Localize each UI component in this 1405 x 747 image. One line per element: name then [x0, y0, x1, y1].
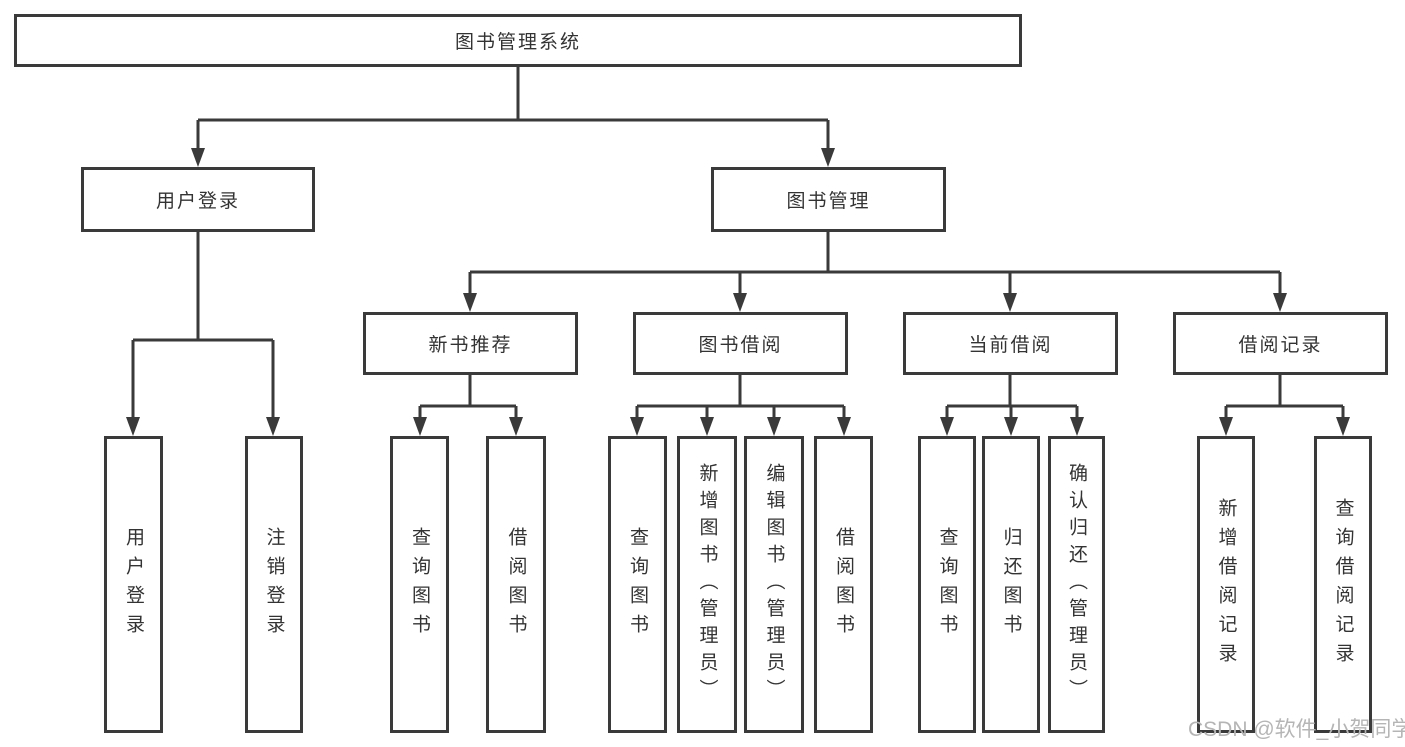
arrow-down-icon: [700, 417, 714, 436]
node-label: 借阅图书: [833, 526, 854, 643]
arrow-down-icon: [837, 417, 851, 436]
node-label: 借阅图书: [505, 526, 527, 643]
node-label: 当前借阅: [968, 335, 1053, 356]
arrow-down-icon: [630, 417, 644, 436]
leaf-logout: 注销登录: [245, 436, 303, 733]
node-current-borrow: 当前借阅: [903, 312, 1118, 375]
node-book-borrow: 图书借阅: [633, 312, 848, 375]
arrow-down-icon: [509, 417, 523, 436]
node-label: 图书管理: [786, 191, 871, 212]
node-label: 新书推荐: [428, 335, 513, 356]
leaf-borrow-books-2: 借阅图书: [814, 436, 873, 733]
arrow-down-icon: [1004, 417, 1018, 436]
node-label: 新增借阅记录: [1215, 497, 1237, 672]
node-label: 查询图书: [409, 526, 430, 643]
leaf-add-borrow-record: 新增借阅记录: [1197, 436, 1255, 733]
node-label: 归还图书: [1000, 526, 1022, 643]
connector-new-books-to-leaves: [418, 375, 518, 421]
arrow-down-icon: [1219, 417, 1233, 436]
node-book-management: 图书管理: [711, 167, 946, 232]
node-label: 查询图书: [627, 526, 648, 643]
connector-borrow-records-to-leaves: [1224, 375, 1345, 421]
arrow-down-icon: [413, 417, 427, 436]
arrow-down-icon: [940, 417, 954, 436]
arrow-down-icon: [463, 293, 477, 312]
node-label: 查询借阅记录: [1332, 497, 1354, 672]
node-new-book-recommend: 新书推荐: [363, 312, 578, 375]
arrow-down-icon: [767, 417, 781, 436]
arrow-down-icon: [126, 417, 140, 436]
leaf-query-borrow-record: 查询借阅记录: [1314, 436, 1372, 733]
leaf-add-book-admin: 新增图书（管理员）: [677, 436, 737, 733]
arrow-down-icon: [1070, 417, 1084, 436]
node-user-login: 用户登录: [81, 167, 315, 232]
node-label: 借阅记录: [1238, 335, 1323, 356]
node-label: 用户登录: [155, 191, 240, 212]
watermark: CSDN @软件_小贺同学: [1188, 718, 1405, 741]
arrow-down-icon: [821, 148, 835, 167]
leaf-edit-book-admin: 编辑图书（管理员）: [744, 436, 804, 733]
connector-current-borrow-to-leaves: [945, 375, 1079, 421]
leaf-user-login: 用户登录: [104, 436, 163, 733]
arrow-down-icon: [1273, 293, 1287, 312]
node-borrow-records: 借阅记录: [1173, 312, 1388, 375]
arrow-down-icon: [1003, 293, 1017, 312]
connector-book-mgmt-to-level3: [468, 232, 1282, 297]
leaf-query-books-3: 查询图书: [918, 436, 976, 733]
arrow-down-icon: [266, 417, 280, 436]
connector-user-login-to-leaves: [131, 232, 275, 421]
arrow-down-icon: [1336, 417, 1350, 436]
arrow-down-icon: [191, 148, 205, 167]
leaf-return-books: 归还图书: [982, 436, 1040, 733]
node-label: 图书借阅: [698, 335, 783, 356]
leaf-confirm-return-admin: 确认归还（管理员）: [1048, 436, 1105, 733]
node-label: 新增图书（管理员）: [696, 463, 718, 706]
node-label: 图书管理系统: [454, 32, 581, 53]
leaf-query-books-1: 查询图书: [390, 436, 449, 733]
node-label: 确认归还（管理员）: [1066, 463, 1087, 706]
leaf-query-books-2: 查询图书: [608, 436, 667, 733]
node-label: 编辑图书（管理员）: [763, 463, 785, 706]
connector-root-to-level2: [196, 67, 830, 152]
node-label: 注销登录: [263, 526, 285, 643]
connector-book-borrow-to-leaves: [635, 375, 846, 421]
arrow-down-icon: [733, 293, 747, 312]
node-label: 查询图书: [936, 526, 958, 643]
leaf-borrow-books-1: 借阅图书: [486, 436, 546, 733]
node-label: 用户登录: [123, 526, 144, 643]
node-root: 图书管理系统: [14, 14, 1022, 67]
